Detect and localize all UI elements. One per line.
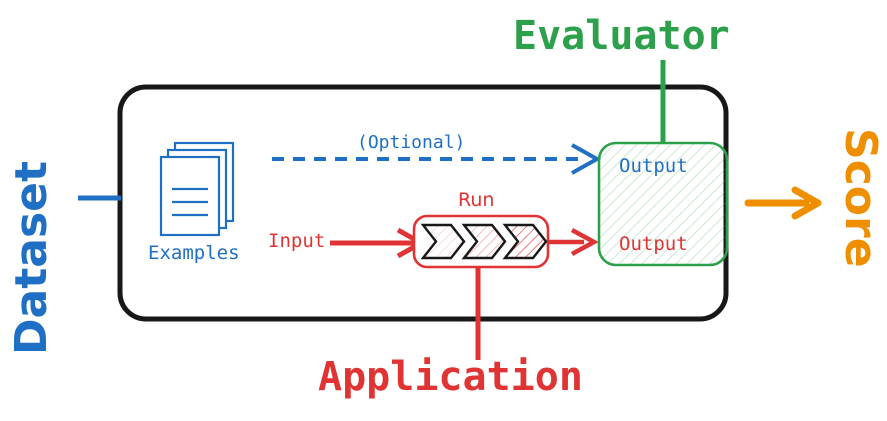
score-arrow bbox=[744, 186, 822, 220]
output-bottom-label: Output bbox=[619, 233, 688, 255]
run-chevron-3 bbox=[502, 223, 548, 260]
examples-icon bbox=[159, 141, 235, 237]
application-label: Application bbox=[318, 354, 583, 400]
run-chevron-1 bbox=[420, 223, 466, 260]
run-label: Run bbox=[458, 189, 495, 211]
examples-label: Examples bbox=[148, 242, 240, 264]
input-arrow bbox=[330, 227, 427, 259]
run-chevron-2 bbox=[461, 223, 507, 260]
dataset-label: Dataset bbox=[6, 160, 57, 355]
run-to-output-arrow bbox=[548, 228, 599, 256]
score-label: Score bbox=[835, 128, 886, 268]
output-box bbox=[597, 141, 729, 267]
input-label: Input bbox=[268, 230, 326, 252]
output-top-label: Output bbox=[619, 155, 688, 177]
optional-dashed-arrow bbox=[272, 143, 602, 175]
evaluator-label: Evaluator bbox=[513, 13, 730, 59]
optional-label: (Optional) bbox=[357, 132, 466, 153]
run-box bbox=[412, 214, 550, 269]
